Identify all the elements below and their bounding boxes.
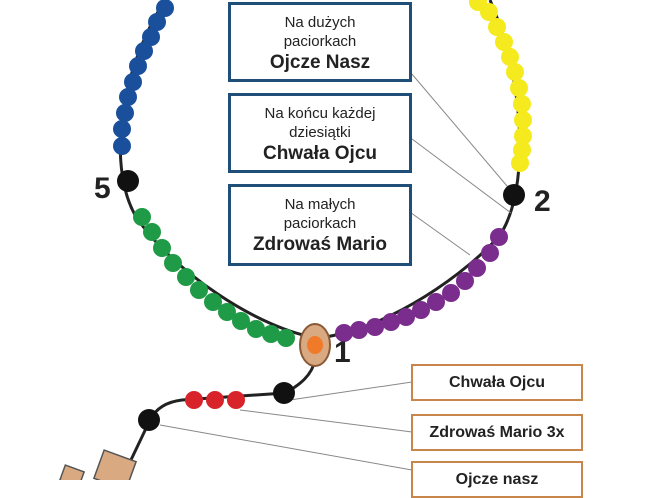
info-small-line1: Na małych xyxy=(284,196,356,213)
red-bead xyxy=(227,391,245,409)
large-bead xyxy=(503,184,525,206)
info-box-decade-end: Na końcu każdej dziesiątki Chwała Ojcu xyxy=(228,93,412,173)
yellow-bead xyxy=(501,48,519,66)
yellow-bead xyxy=(495,33,513,51)
green-bead xyxy=(153,239,171,257)
green-bead xyxy=(262,325,280,343)
green-bead xyxy=(190,281,208,299)
yellow-bead xyxy=(510,79,528,97)
info-box-large-beads: Na dużych paciorkach Ojcze Nasz xyxy=(228,2,412,82)
blue-bead xyxy=(113,137,131,155)
beads xyxy=(113,0,532,431)
purple-bead xyxy=(442,284,460,302)
green-bead xyxy=(164,254,182,272)
blue-bead xyxy=(119,88,137,106)
red-bead xyxy=(185,391,203,409)
leader-line-legend-zdrowas xyxy=(239,409,413,433)
yellow-bead xyxy=(513,95,531,113)
green-bead xyxy=(247,320,265,338)
info-decade-line1: Na końcu każdej xyxy=(264,105,376,122)
yellow-bead xyxy=(480,3,498,21)
large-bead xyxy=(117,170,139,192)
leader-line-ojcze-nasz xyxy=(399,59,514,194)
purple-bead xyxy=(468,259,486,277)
purple-bead xyxy=(427,293,445,311)
info-large-line1: Na dużych xyxy=(284,14,356,31)
yellow-bead xyxy=(514,127,532,145)
blue-bead xyxy=(135,42,153,60)
green-bead xyxy=(232,312,250,330)
blue-bead xyxy=(156,0,174,17)
red-bead xyxy=(206,391,224,409)
purple-bead xyxy=(481,244,499,262)
leader-line-chwala xyxy=(399,129,512,214)
yellow-bead xyxy=(514,111,532,129)
green-bead xyxy=(177,268,195,286)
large-bead xyxy=(273,382,295,404)
green-bead xyxy=(143,223,161,241)
blue-bead xyxy=(113,120,131,138)
purple-bead xyxy=(366,318,384,336)
green-bead xyxy=(133,208,151,226)
legend-chwala-ojcu: Chwała Ojcu xyxy=(411,364,583,401)
blue-bead xyxy=(142,28,160,46)
purple-bead xyxy=(490,228,508,246)
number-2: 2 xyxy=(534,185,551,218)
purple-bead xyxy=(397,308,415,326)
purple-bead xyxy=(335,324,353,342)
info-decade-bold: Chwała Ojcu xyxy=(262,143,378,164)
blue-bead xyxy=(129,57,147,75)
large-bead xyxy=(138,409,160,431)
purple-bead xyxy=(382,313,400,331)
leader-line-legend-chwala xyxy=(289,381,413,401)
number-5: 5 xyxy=(94,172,111,205)
purple-bead xyxy=(456,272,474,290)
info-box-small-beads: Na małych paciorkach Zdrowaś Mario xyxy=(228,184,412,266)
green-bead xyxy=(277,329,295,347)
info-small-bold: Zdrowaś Mario xyxy=(252,234,388,255)
number-1: 1 xyxy=(334,336,351,369)
blue-bead xyxy=(116,104,134,122)
info-large-bold: Ojcze Nasz xyxy=(269,52,371,73)
info-decade-line2: dziesiątki xyxy=(289,124,351,141)
blue-bead xyxy=(148,13,166,31)
leader-line-legend-ojcze xyxy=(159,424,413,471)
crucifix-arm xyxy=(58,464,86,480)
green-bead xyxy=(204,293,222,311)
blue-bead xyxy=(124,73,142,91)
purple-bead xyxy=(412,301,430,319)
green-bead xyxy=(218,303,236,321)
medallion-center xyxy=(307,336,323,354)
yellow-bead xyxy=(511,154,529,172)
legend-zdrowas-mario-3x: Zdrowaś Mario 3x xyxy=(411,414,583,451)
yellow-bead xyxy=(506,63,524,81)
yellow-bead xyxy=(488,18,506,36)
info-large-line2: paciorkach xyxy=(283,33,357,50)
info-small-line2: paciorkach xyxy=(283,215,357,232)
purple-bead xyxy=(350,321,368,339)
crucifix xyxy=(92,449,138,480)
